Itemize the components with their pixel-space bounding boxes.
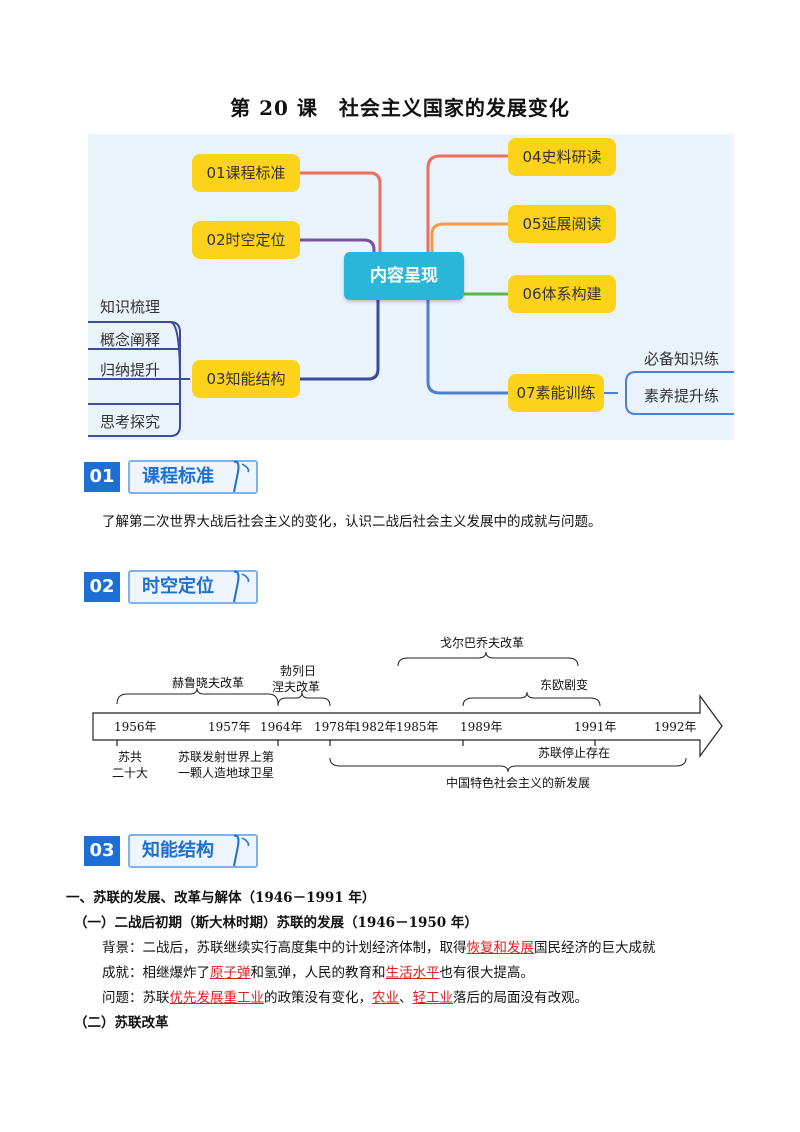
- timeline-label-ussr-end: 苏联停止存在: [538, 746, 611, 760]
- highlight-term: 农业: [372, 990, 399, 1006]
- text-segment: 成就：相继爆炸了: [102, 965, 210, 981]
- timeline-year-1989: 1989年: [460, 720, 503, 734]
- paragraph-problems: 问题：苏联优先发展重工业的政策没有变化，农业、轻工业落后的局面没有改观。: [102, 988, 588, 1008]
- text-segment: 问题：苏联: [102, 990, 170, 1006]
- heading-stalin-period: （一）二战后初期（斯大林时期）苏联的发展（1946－1950 年）: [74, 915, 478, 931]
- text-segment: 和氢弹，人民的教育和: [250, 965, 386, 981]
- timeline-graphic: [92, 651, 723, 773]
- paragraph-background: 背景：二战后，苏联继续实行高度集中的计划经济体制，取得恢复和发展国民经济的巨大成…: [102, 938, 656, 958]
- timeline-year-1991: 1991年: [574, 720, 617, 734]
- section-header-knowledge-structure: 03 知能结构: [84, 832, 264, 876]
- mind-map-connectors: [88, 154, 734, 437]
- mind-leaf-literacy: 素养提升练: [644, 387, 720, 405]
- mind-node-center: 内容呈现: [344, 252, 464, 300]
- highlight-term: 生活水平: [385, 965, 440, 981]
- section-label: 时空定位: [128, 570, 258, 604]
- timeline-label-cpsu-2: 二十大: [112, 766, 149, 780]
- section-number: 03: [84, 836, 120, 866]
- mind-node-time-space: 02时空定位: [192, 221, 300, 259]
- mind-leaf-knowledge: 知识梳理: [100, 298, 161, 316]
- mind-leaf-concepts: 概念阐释: [100, 331, 161, 349]
- pen-decoration-icon: [233, 570, 250, 603]
- timeline-year-1978: 1978年: [314, 720, 357, 734]
- pen-decoration-icon: [233, 460, 250, 493]
- section-number: 01: [84, 462, 120, 492]
- text-segment: 的政策没有变化，: [264, 990, 372, 1006]
- course-standard-text: 了解第二次世界大战后社会主义的变化，认识二战后社会主义发展中的成就与问题。: [102, 514, 602, 530]
- section-header-time-space: 02 时空定位: [84, 568, 264, 612]
- text-segment: 也有很大提高。: [439, 965, 535, 981]
- highlight-term: 优先发展重工业: [169, 990, 265, 1006]
- paragraph-achievements: 成就：相继爆炸了原子弹和氢弹，人民的教育和生活水平也有很大提高。: [102, 963, 534, 983]
- mind-node-sources: 04史料研读: [508, 138, 616, 176]
- timeline-year-1956: 1956年: [114, 720, 157, 734]
- timeline-label-khrushchev: 赫鲁晓夫改革: [172, 676, 245, 690]
- timeline-label-cpsu-1: 苏共: [118, 750, 143, 764]
- mind-node-system: 06体系构建: [508, 275, 616, 313]
- timeline-label-eastern-europe: 东欧剧变: [540, 678, 589, 692]
- timeline-year-1985: 1985年: [396, 720, 439, 734]
- timeline-year-1992: 1992年: [654, 720, 697, 734]
- timeline-label-gorbachev: 戈尔巴乔夫改革: [440, 636, 525, 650]
- highlight-term: 轻工业: [412, 990, 454, 1006]
- mind-leaf-thinking: 思考探究: [100, 413, 161, 431]
- pen-decoration-icon: [233, 834, 250, 867]
- timeline-year-1964: 1964年: [260, 720, 303, 734]
- text-segment: 落后的局面没有改观。: [453, 990, 588, 1006]
- timeline-label-brezhnev-1: 勃列日: [280, 664, 317, 678]
- mind-map: 01课程标准 02时空定位 03知能结构 内容呈现 04史料研读 05延展阅读 …: [88, 134, 734, 440]
- timeline-label-satellite-2: 一颗人造地球卫星: [178, 766, 275, 780]
- timeline-year-1957: 1957年: [208, 720, 251, 734]
- timeline-label-brezhnev-2: 涅夫改革: [272, 680, 321, 694]
- text-segment: 、: [399, 990, 413, 1006]
- text-segment: 国民经济的巨大成就: [534, 940, 656, 956]
- page-title: 第 20 课 社会主义国家的发展变化: [230, 96, 570, 120]
- mind-node-extended-reading: 05延展阅读: [508, 205, 616, 243]
- timeline-label-satellite-1: 苏联发射世界上第: [178, 750, 275, 764]
- section-header-course-standard: 01 课程标准: [84, 458, 264, 502]
- mind-leaf-essential: 必备知识练: [644, 350, 720, 368]
- mind-node-training: 07素能训练: [508, 374, 604, 412]
- mind-node-knowledge-structure: 03知能结构: [192, 360, 300, 398]
- timeline-year-1982: 1982年: [354, 720, 397, 734]
- heading-ussr: 一、苏联的发展、改革与解体（1946－1991 年）: [66, 890, 376, 906]
- highlight-term: 恢复和发展: [466, 940, 535, 956]
- mind-leaf-summary: 归纳提升: [100, 361, 161, 379]
- timeline-label-china: 中国特色社会主义的新发展: [446, 776, 591, 790]
- mind-node-course-standard: 01课程标准: [192, 154, 300, 192]
- section-number: 02: [84, 572, 120, 602]
- text-segment: 背景：二战后，苏联继续实行高度集中的计划经济体制，取得: [102, 940, 467, 956]
- heading-ussr-reform: （二）苏联改革: [74, 1015, 169, 1031]
- highlight-term: 原子弹: [210, 965, 251, 981]
